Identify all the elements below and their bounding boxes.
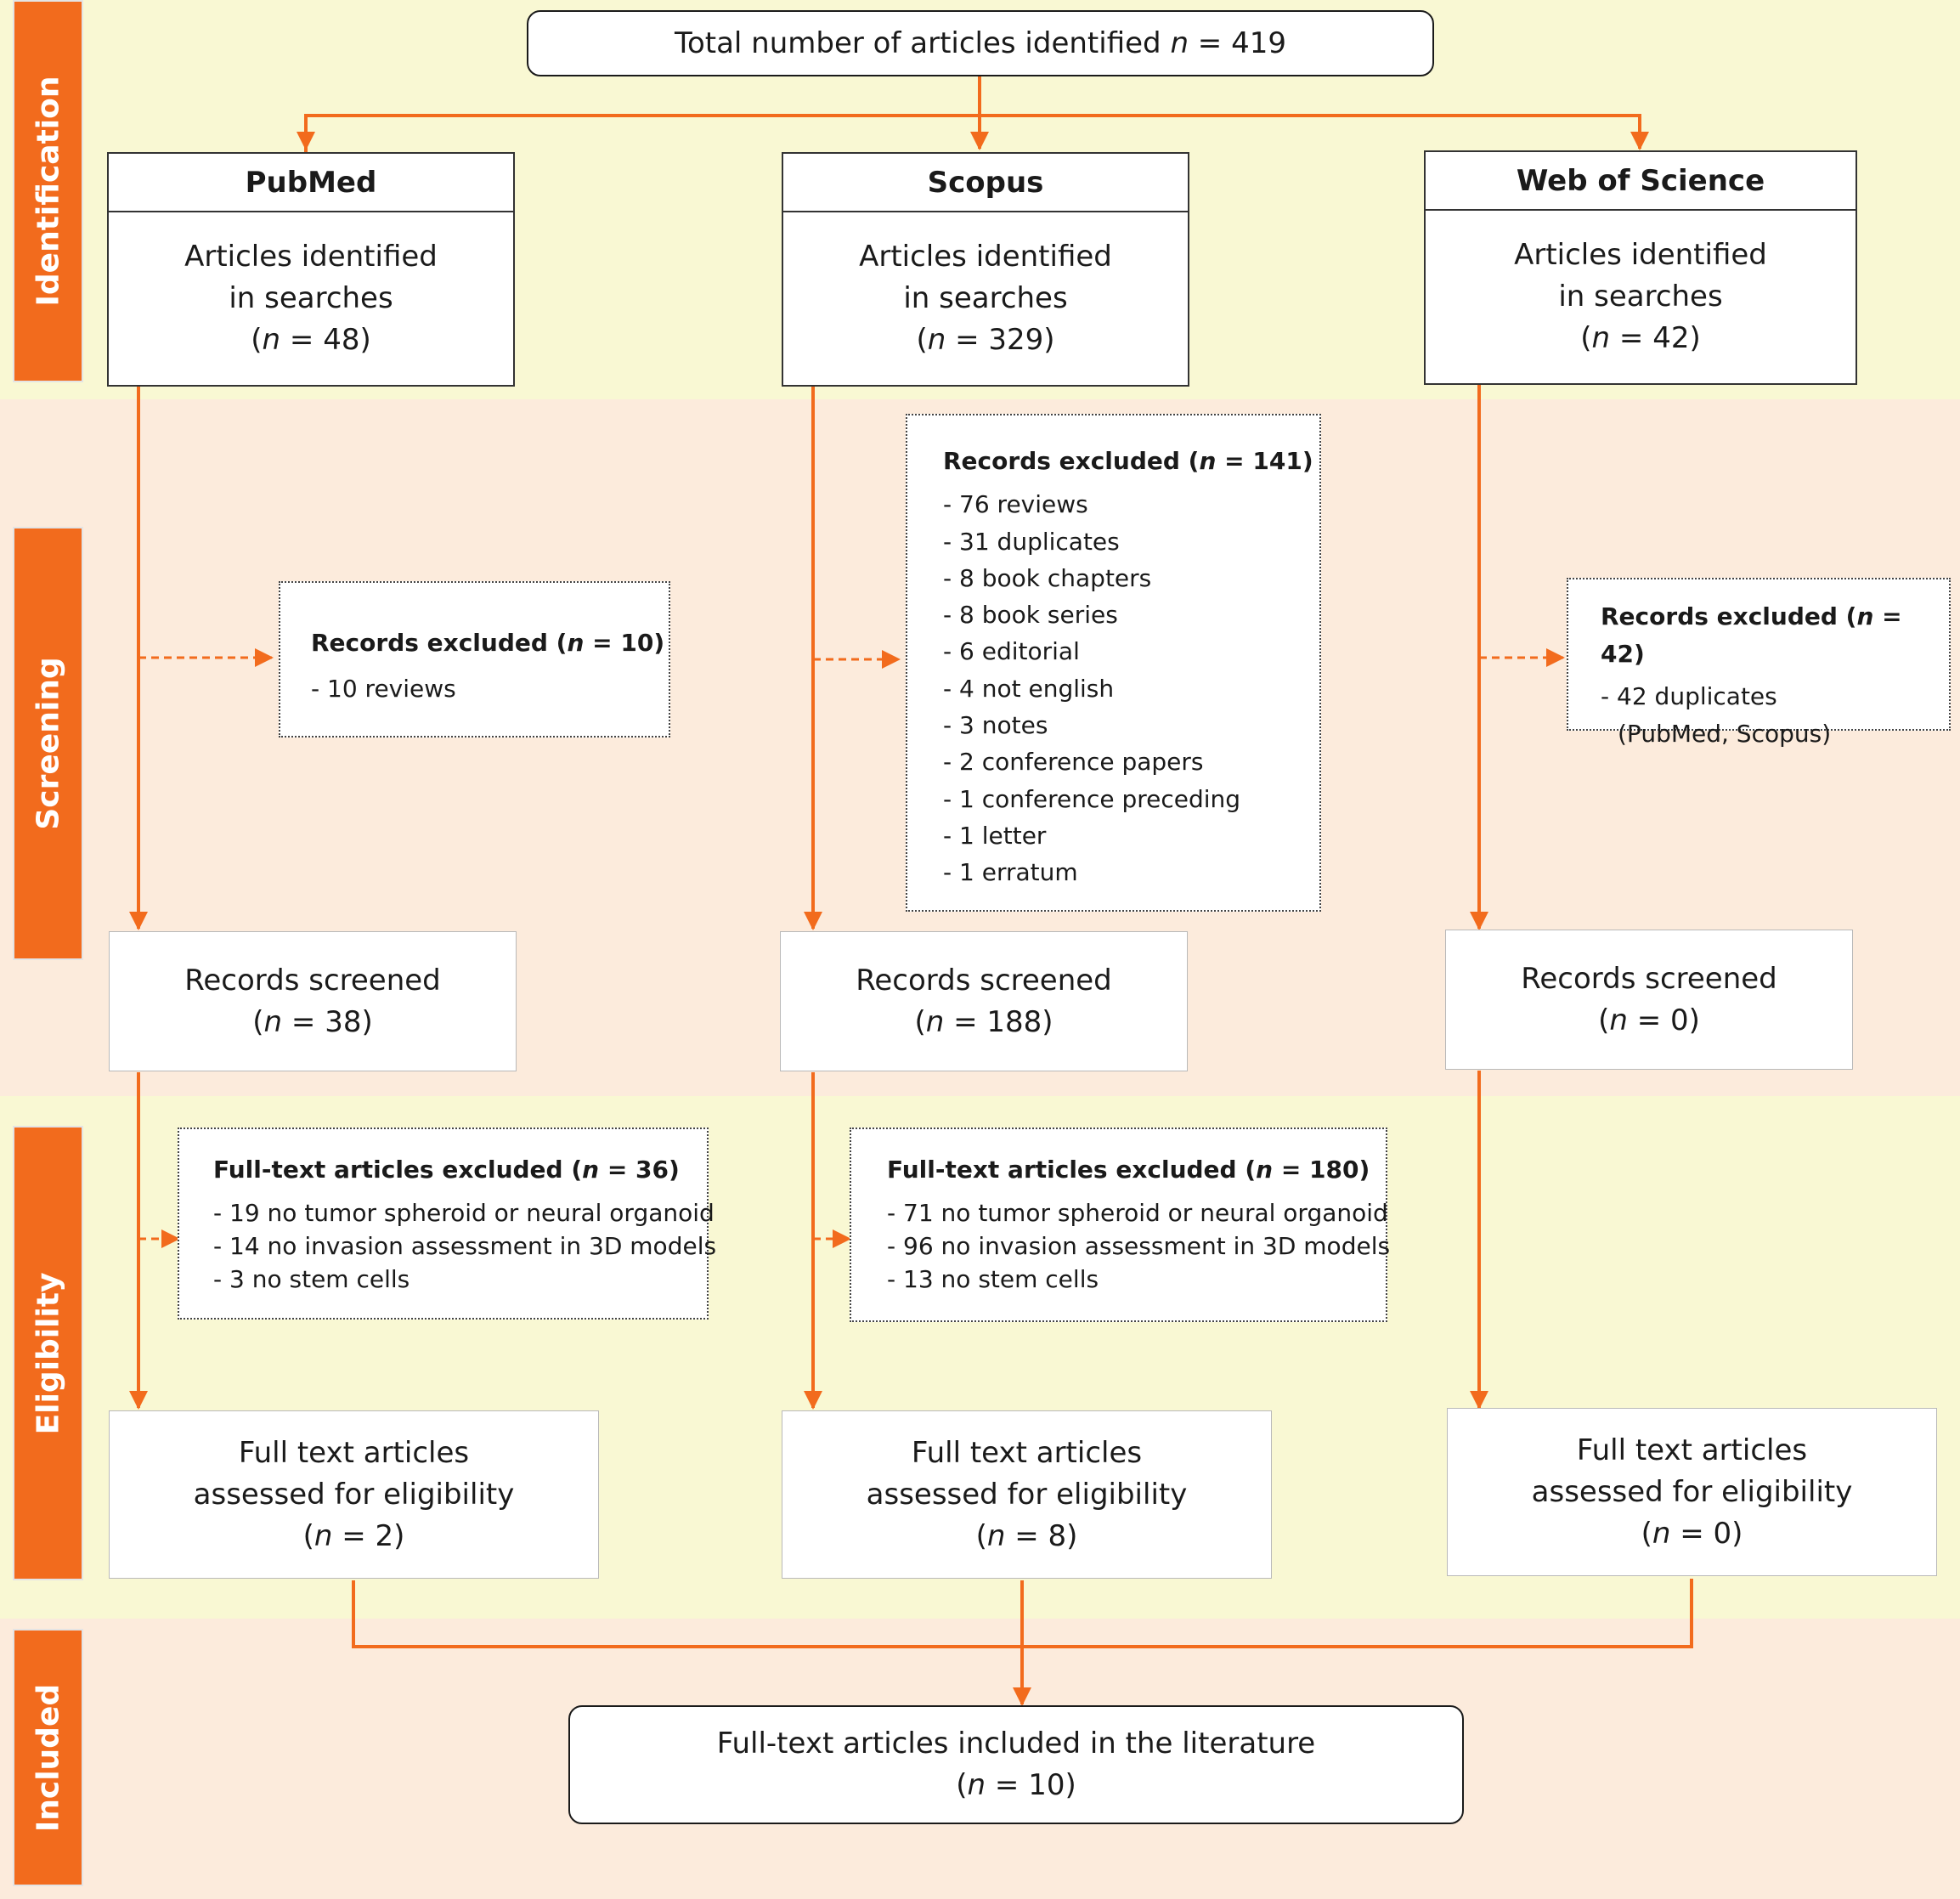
stage-identification: Identification	[13, 0, 83, 382]
total-articles-box: Total number of articles identified n = …	[527, 10, 1434, 76]
records-excluded-pubmed: Records excluded (n = 10) - 10 reviews	[279, 581, 670, 738]
source-box-pubmed: PubMed Articles identified in searches (…	[107, 152, 515, 387]
fulltext-excluded-scopus: Full-text articles excluded (n = 180) - …	[850, 1128, 1390, 1322]
records-excluded-scopus: Records excluded (n = 141) - 76 reviews …	[906, 414, 1321, 912]
eligibility-pubmed: Full text articles assessed for eligibil…	[109, 1410, 599, 1579]
stage-included: Included	[13, 1629, 83, 1886]
records-excluded-web-of-science: Records excluded (n = 42) - 42 duplicate…	[1567, 578, 1951, 748]
source-box-web-of-science: Web of Science Articles identified in se…	[1424, 150, 1857, 385]
source-box-scopus: Scopus Articles identified in searches (…	[782, 152, 1189, 387]
source-title: Scopus	[783, 154, 1188, 212]
stage-eligibility: Eligibility	[13, 1126, 83, 1580]
fulltext-excluded-pubmed: Full-text articles excluded (n = 36) - 1…	[178, 1128, 716, 1320]
stage-screening: Screening	[13, 527, 83, 960]
records-screened-scopus: Records screened (n = 188)	[780, 931, 1188, 1071]
source-title: PubMed	[109, 154, 513, 212]
eligibility-web-of-science: Full text articles assessed for eligibil…	[1447, 1408, 1937, 1576]
records-screened-web-of-science: Records screened (n = 0)	[1445, 930, 1853, 1070]
source-title: Web of Science	[1426, 152, 1856, 211]
records-screened-pubmed: Records screened (n = 38)	[109, 931, 517, 1071]
included-articles-box: Full-text articles included in the liter…	[568, 1705, 1464, 1824]
eligibility-scopus: Full text articles assessed for eligibil…	[782, 1410, 1272, 1579]
